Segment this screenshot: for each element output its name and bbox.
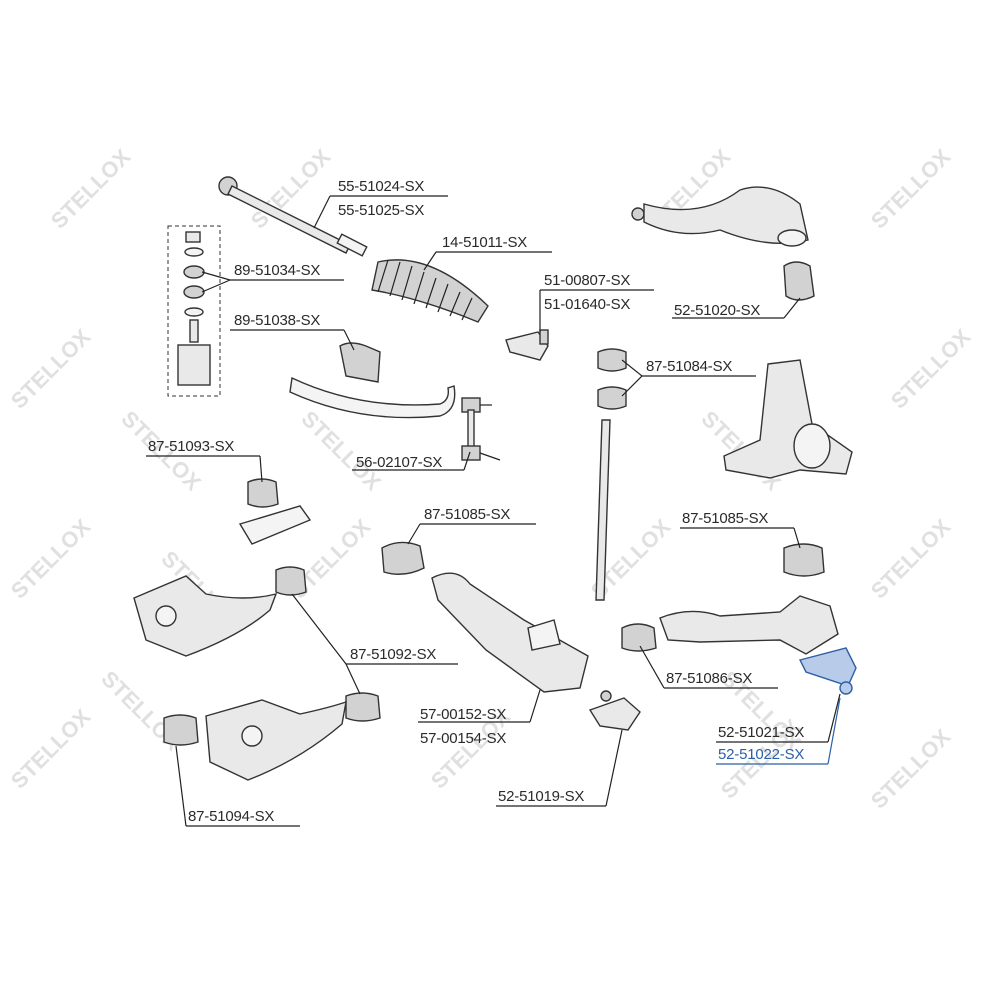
part-label-51-00807: 51-00807-SX [544,272,631,289]
bushing-87-51092 [275,566,381,722]
part-label-87-51086: 87-51086-SX [666,670,753,687]
steering-boot [371,259,489,323]
rear-bracket-upper [133,575,278,657]
watermark-text: STELLOX [6,704,96,794]
part-label-55-51024: 55-51024-SX [338,178,425,195]
bushing-87-51085-right [783,543,825,577]
watermark-text: STELLOX [46,144,136,234]
leader-lines [146,195,841,827]
watermark-text: STELLOX [886,324,976,414]
part-label-87-51093: 87-51093-SX [148,438,235,455]
rear-bracket-lower [205,699,347,781]
watermark-text: STELLOX [866,144,956,234]
part-label-87-51094: 87-51094-SX [188,808,275,825]
part-label-87-51085-left: 87-51085-SX [424,506,511,523]
strut-rod [595,419,611,601]
stabilizer-link-kit [167,225,221,397]
tie-rod-end [505,329,549,361]
lower-control-arm [431,572,589,693]
lower-arm-right [621,595,839,655]
bushing-87-51085-left [381,541,425,575]
bushing-87-51093 [238,478,312,545]
part-label-52-51022-highlighted: 52-51022-SX [718,746,805,763]
part-label-89-51038: 89-51038-SX [234,312,321,329]
watermark-text: STELLOX [866,514,956,604]
bushing-87-51094 [163,714,199,746]
part-label-51-01640: 51-01640-SX [544,296,631,313]
inner-tie-rod [218,176,368,257]
part-label-52-51021: 52-51021-SX [718,724,805,741]
watermark-text: STELLOX [296,406,386,496]
stabilizer-bar [289,342,456,419]
strut-rod-bushings [597,348,627,410]
part-label-56-02107: 56-02107-SX [356,454,443,471]
part-label-57-00154: 57-00154-SX [420,730,507,747]
watermark-text: STELLOX [866,724,956,814]
part-label-87-51084: 87-51084-SX [646,358,733,375]
ball-joint-52-51019 [588,690,641,731]
watermark-text: STELLOX [6,514,96,604]
watermark-text: STELLOX [6,324,96,414]
ball-joint-52-51021 [798,647,857,695]
steering-knuckle [723,359,853,479]
part-label-87-51092: 87-51092-SX [350,646,437,663]
part-label-87-51085-right: 87-51085-SX [682,510,769,527]
stabilizer-link [461,397,501,461]
part-label-55-51025: 55-51025-SX [338,202,425,219]
part-label-52-51020: 52-51020-SX [674,302,761,319]
part-label-14-51011: 14-51011-SX [442,234,528,251]
part-label-89-51034: 89-51034-SX [234,262,321,279]
part-label-57-00152: 57-00152-SX [420,706,507,723]
upper-control-arm [631,186,815,301]
part-label-52-51019: 52-51019-SX [498,788,585,805]
